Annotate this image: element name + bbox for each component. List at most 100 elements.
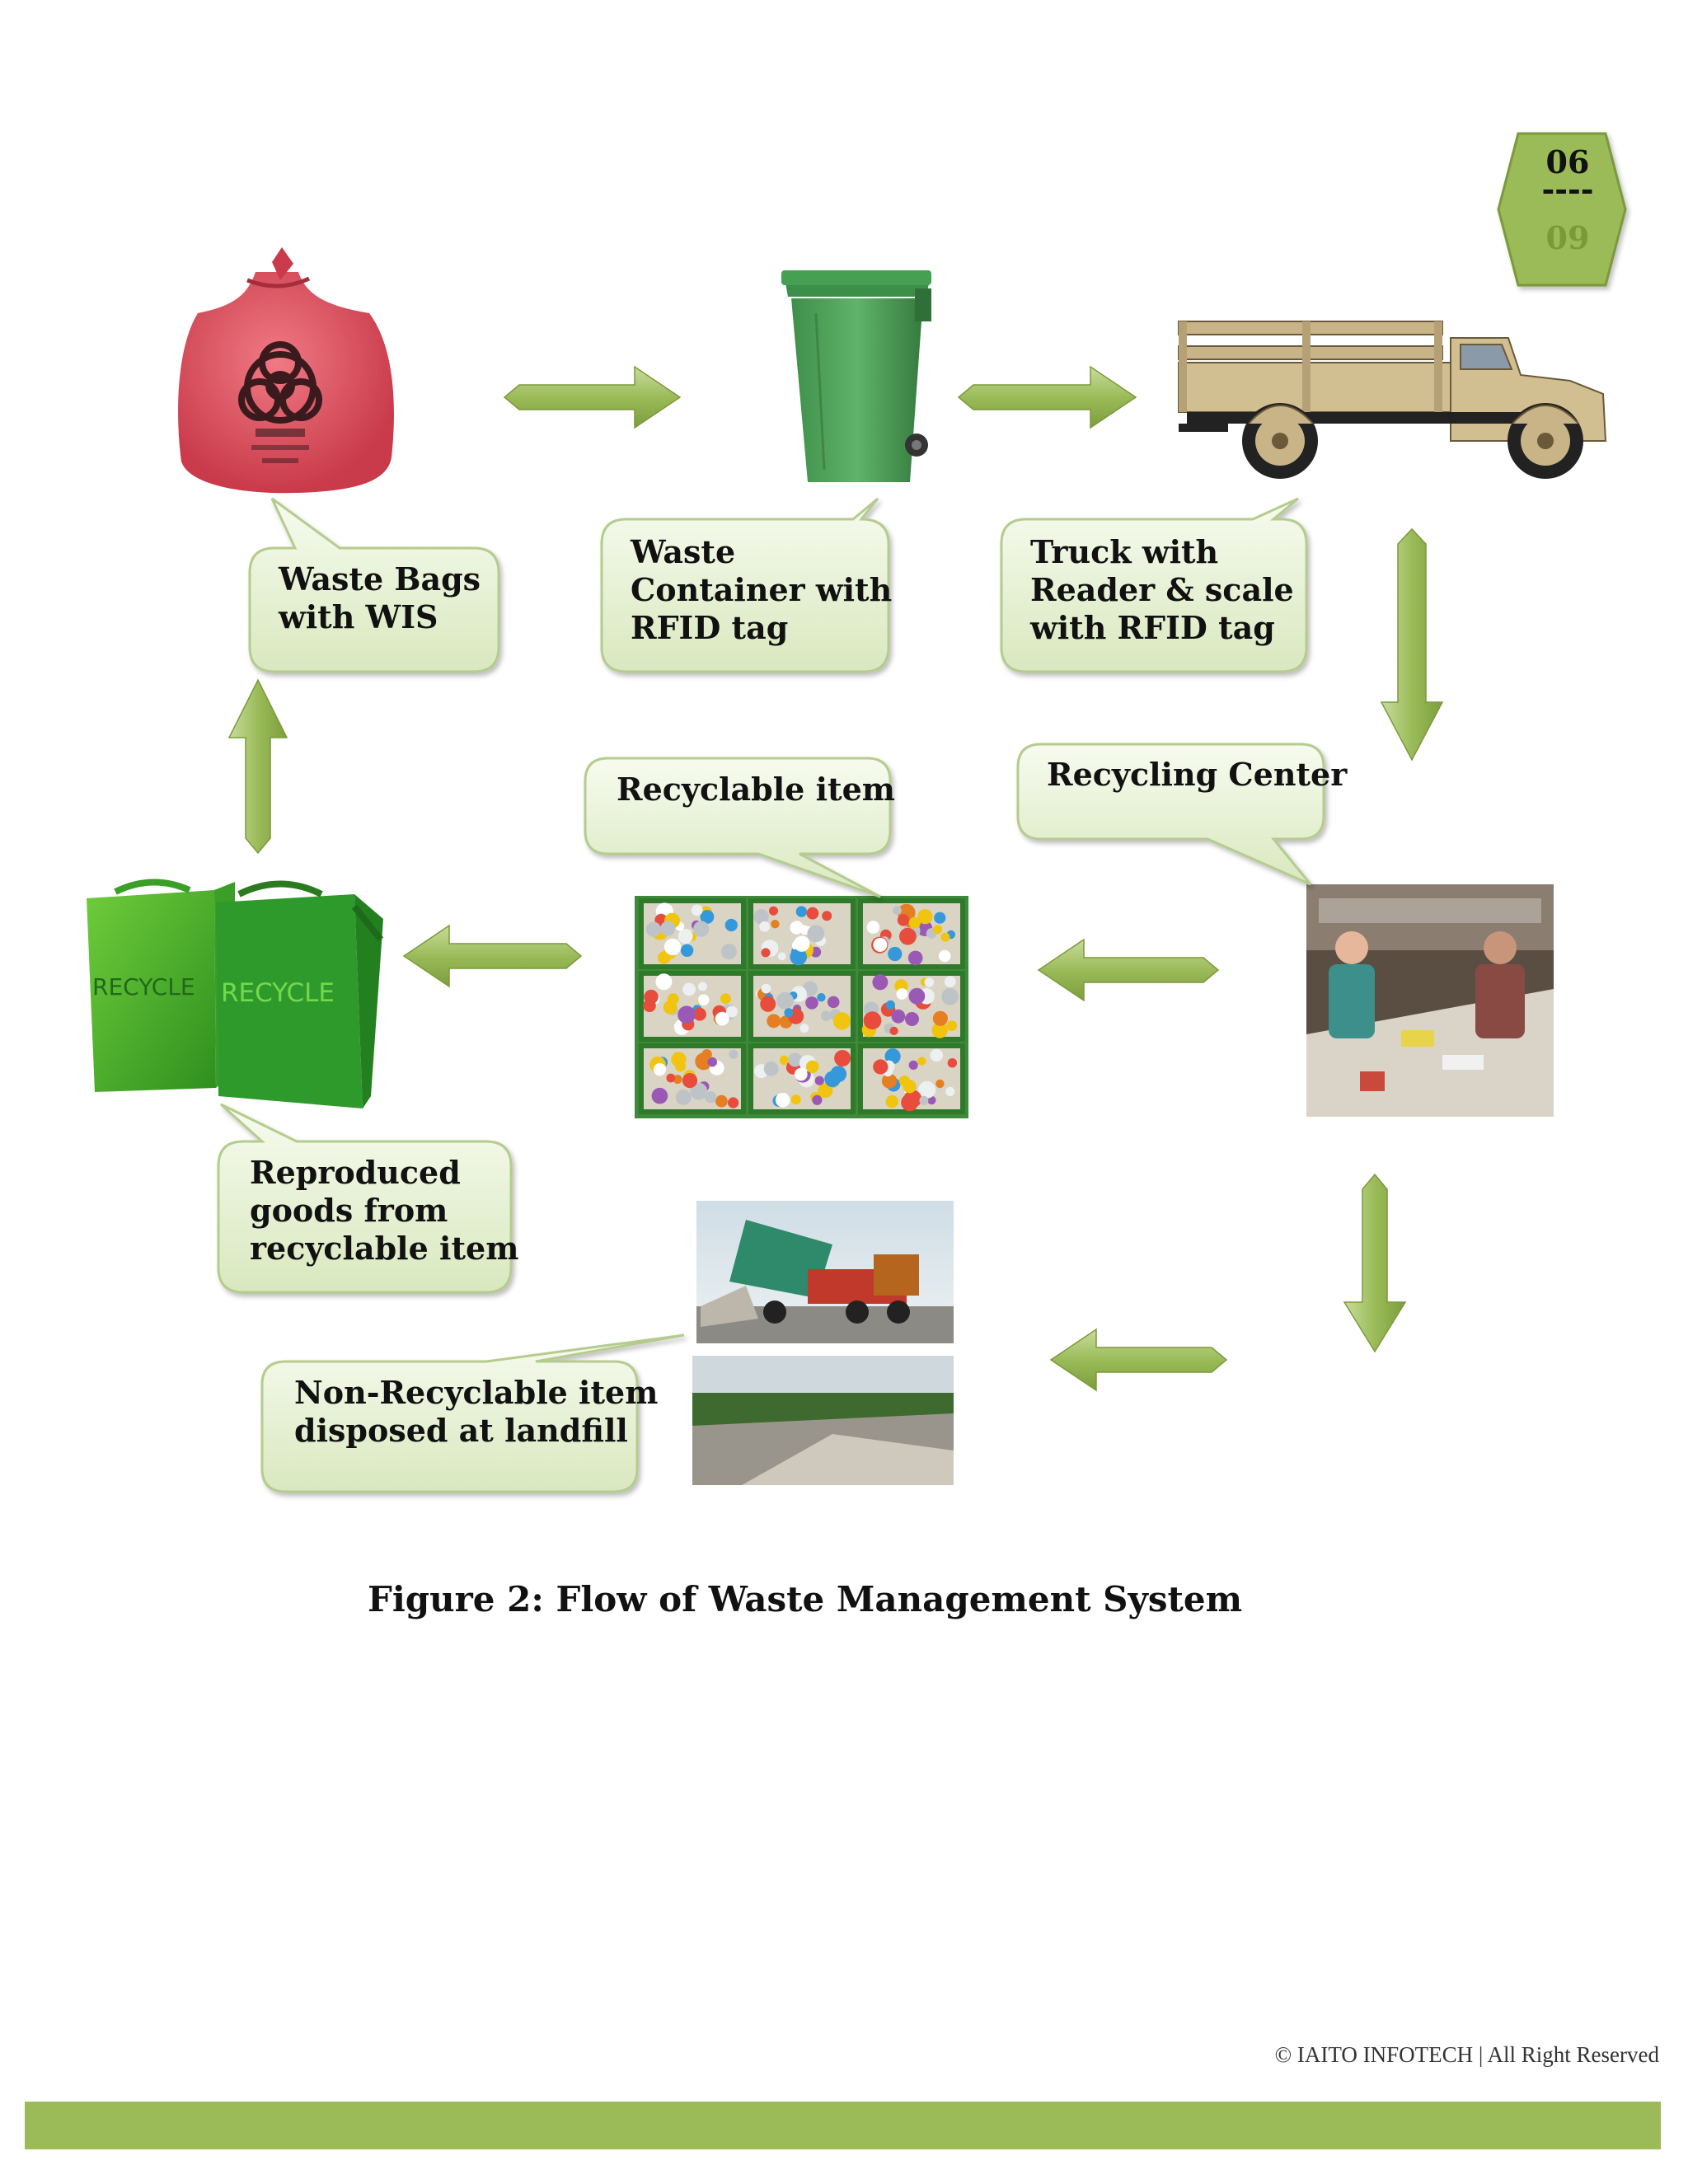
- can: [720, 993, 731, 1005]
- can: [830, 1066, 847, 1083]
- page-badge-text: 06 ---- 09: [1505, 134, 1630, 290]
- recyclable-items-photo: [635, 896, 968, 1118]
- can: [761, 983, 771, 994]
- recycle-bag-text-left: RECYCLE: [92, 973, 195, 1001]
- can: [940, 932, 950, 942]
- can: [671, 1052, 687, 1067]
- can: [917, 1057, 926, 1066]
- can: [763, 1061, 779, 1076]
- page-badge: [1497, 132, 1627, 287]
- can: [863, 1011, 882, 1030]
- arrow-bag-to-bin: [503, 365, 682, 429]
- can: [907, 950, 923, 966]
- can: [812, 1094, 823, 1105]
- can: [697, 982, 707, 991]
- can: [777, 952, 786, 961]
- callout-reproduced-goods: [217, 1103, 513, 1294]
- can: [885, 1000, 895, 1010]
- can: [827, 996, 840, 1009]
- can: [759, 921, 771, 932]
- can: [908, 1060, 918, 1070]
- can: [938, 949, 951, 963]
- can: [924, 977, 935, 987]
- can: [930, 1048, 944, 1062]
- can: [931, 1022, 948, 1038]
- can: [873, 1059, 889, 1075]
- can: [775, 1093, 790, 1108]
- label-truck: Truck with Reader & scale with RFID tag: [1030, 533, 1294, 646]
- can: [653, 1063, 667, 1076]
- dump-truck-photo: [696, 1201, 954, 1343]
- can: [675, 1090, 692, 1105]
- can: [903, 1080, 917, 1094]
- can: [795, 1067, 808, 1081]
- arrow-bin-to-truck: [957, 365, 1137, 429]
- label-recycling-center: Recycling Center: [1047, 756, 1348, 793]
- can: [814, 1076, 824, 1085]
- can: [806, 907, 819, 920]
- can: [655, 973, 673, 991]
- can: [944, 976, 956, 987]
- arrow-center-to-crates: [1037, 938, 1220, 1002]
- footer-bar: [25, 2102, 1661, 2149]
- callout-truck: [1000, 497, 1308, 673]
- can: [753, 909, 769, 925]
- can: [908, 987, 926, 1005]
- can: [784, 1008, 794, 1018]
- can: [918, 1080, 936, 1099]
- can: [729, 1049, 738, 1059]
- label-waste-container: Waste Container with RFID tag: [631, 533, 893, 646]
- label-landfill: Non-Recyclable item disposed at landfill: [294, 1374, 659, 1449]
- can: [805, 996, 818, 1010]
- can: [790, 1094, 801, 1105]
- biohazard-icon: [238, 341, 322, 424]
- can: [691, 904, 703, 916]
- can: [818, 1083, 833, 1099]
- can: [776, 991, 794, 1010]
- can: [788, 1052, 803, 1067]
- can: [908, 916, 921, 929]
- can: [820, 1010, 832, 1021]
- can: [817, 993, 826, 1002]
- waste-container-image: [781, 270, 931, 482]
- can: [701, 1049, 712, 1060]
- can: [715, 1011, 729, 1026]
- can: [705, 1091, 717, 1104]
- can: [724, 918, 738, 932]
- can: [917, 909, 933, 925]
- can: [680, 944, 694, 958]
- page-current: 06: [1545, 143, 1590, 180]
- can: [771, 920, 780, 929]
- can: [666, 1073, 676, 1083]
- can: [919, 1095, 929, 1105]
- page-separator: ----: [1541, 171, 1594, 208]
- can: [790, 948, 807, 966]
- footer-copyright: © IAITO INFOTECH | All Right Reserved: [1274, 2042, 1659, 2067]
- arrow-truck-to-center: [1380, 527, 1444, 762]
- can: [767, 1014, 781, 1029]
- can: [897, 914, 910, 926]
- waste-bag-image: [178, 247, 394, 494]
- can: [935, 1079, 945, 1089]
- can: [693, 921, 710, 937]
- can: [934, 912, 946, 924]
- callout-recycling-center: [1016, 743, 1325, 886]
- flow-arrows: [227, 365, 1444, 1392]
- can: [884, 1048, 901, 1065]
- can: [682, 982, 696, 996]
- arrow-to-landfill-left: [1049, 1328, 1228, 1392]
- can: [896, 988, 908, 1000]
- recycle-bags-image: RECYCLE RECYCLE: [87, 879, 384, 1108]
- can: [760, 996, 776, 1012]
- landfill-photo: [692, 1356, 954, 1485]
- can: [799, 925, 809, 935]
- can: [707, 1057, 717, 1067]
- label-recyclable-item: Recyclable item: [617, 771, 895, 808]
- callout-recyclable-item: [584, 757, 892, 898]
- can: [941, 987, 959, 1005]
- can: [693, 1007, 706, 1021]
- can: [945, 1086, 955, 1096]
- can: [885, 1094, 899, 1108]
- label-reproduced-goods: Reproduced goods from recyclable item: [250, 1154, 519, 1267]
- can: [673, 1075, 682, 1085]
